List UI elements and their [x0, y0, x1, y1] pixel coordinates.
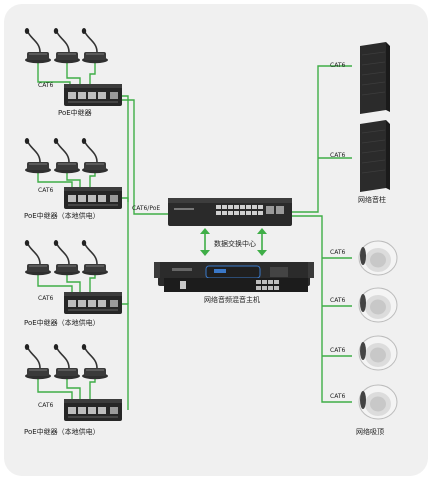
column-speaker-label: 网络音柱 [358, 195, 386, 204]
poe-repeater-icon [64, 84, 122, 106]
mic-group-4 [23, 343, 109, 381]
cable-rep3-rep4 [122, 303, 129, 410]
cable-switch-column1 [290, 65, 352, 213]
cable-label: CAT6 [330, 347, 345, 354]
cable-mic-4b [66, 376, 81, 404]
uplink-label: CAT6/PoE [132, 205, 160, 212]
cable-label: CAT6 [38, 187, 53, 194]
mic-group-2 [23, 137, 109, 174]
poe-repeater-icon [64, 187, 122, 209]
cable-label: CAT6 [38, 295, 53, 302]
ceiling-speaker-icon [358, 384, 398, 420]
cable-mic-3a [37, 272, 73, 296]
cable-label: CAT6 [330, 152, 345, 159]
microphone-icon [52, 27, 81, 65]
host-label: 网络音频混音主机 [204, 295, 260, 304]
poe-repeater-icon [64, 292, 122, 314]
column-speaker-icon [360, 120, 390, 192]
cable-label: CAT6 [330, 249, 345, 256]
microphone-icon [81, 27, 109, 65]
ceiling-speaker-label: 网络吸顶 [356, 427, 384, 436]
poe-repeater-icon [64, 399, 122, 421]
repeater-label: PoE中继器（本地供电） [24, 211, 100, 220]
network-switch-icon [168, 198, 292, 226]
microphone-icon [81, 239, 109, 277]
cable-mic-3b [66, 272, 81, 296]
ceiling-speaker-icon [358, 335, 398, 371]
cable-label: CAT6 [330, 62, 345, 69]
mixer-host-icon [154, 262, 314, 292]
microphone-icon [52, 343, 81, 381]
microphone-icon [52, 137, 81, 174]
cable-mic-2b [66, 170, 81, 192]
column-speaker-icon [360, 42, 390, 114]
microphone-icon [81, 343, 109, 381]
microphone-icon [23, 239, 52, 277]
cable-mic-1c [89, 60, 96, 90]
arrow-icon [200, 228, 267, 256]
microphone-icon [52, 239, 81, 277]
microphone-icon [23, 137, 52, 174]
switch-center-label: 数据交换中心 [214, 239, 256, 248]
cable-uplink-switch [122, 99, 168, 215]
cable-label: CAT6 [38, 402, 53, 409]
diagram-panel [4, 4, 428, 476]
cable-mic-4a [37, 376, 73, 404]
cable-rep2-rep3 [122, 197, 129, 304]
repeater-label: PoE中继器 [58, 108, 92, 117]
repeater-label: PoE中继器（本地供电） [24, 318, 100, 327]
microphone-icon [81, 137, 109, 174]
cable-rep1-rep2 [122, 95, 129, 202]
ceiling-speaker-icon [358, 240, 398, 276]
cable-label: CAT6 [330, 297, 345, 304]
mic-group-1 [23, 27, 109, 65]
microphone-icon [23, 27, 52, 65]
cable-label: CAT6 [38, 82, 53, 89]
ceiling-speaker-icon [358, 287, 398, 323]
repeater-label: PoE中继器（本地供电） [24, 427, 100, 436]
microphone-icon [23, 343, 52, 381]
mic-group-3 [23, 239, 109, 277]
cable-label: CAT6 [330, 393, 345, 400]
cable-switch-ceiling [290, 215, 352, 403]
